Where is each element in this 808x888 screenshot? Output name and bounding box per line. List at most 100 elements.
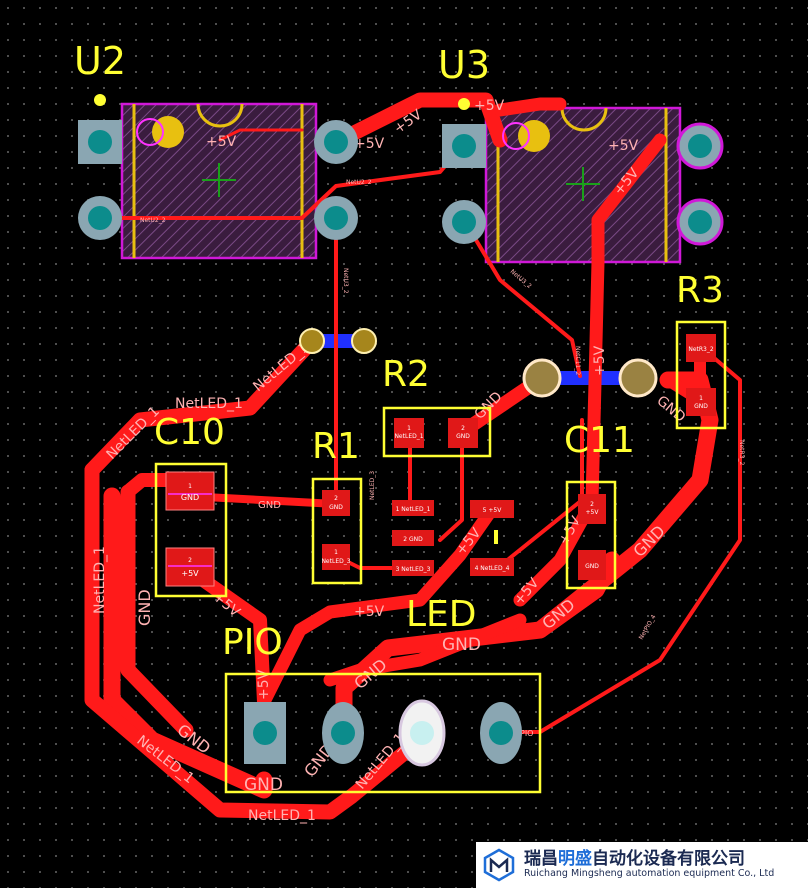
u3-pin2-pad[interactable] — [442, 200, 486, 244]
company-name-en: Ruichang Mingsheng automation equipment … — [524, 868, 775, 880]
u2-body[interactable] — [120, 102, 318, 260]
label-pio: PIO — [520, 729, 533, 738]
r2-pad2[interactable] — [448, 418, 478, 448]
trace-gnd-left[interactable] — [103, 487, 273, 799]
r2-pad1-net: NetLED_1 — [394, 433, 423, 440]
label-netu2-2-b: NetU2_2 — [140, 217, 166, 224]
designator-u2: U2 — [74, 39, 126, 83]
trace-5v-u2-inner[interactable] — [218, 128, 304, 142]
u3-pin1-ring — [502, 122, 530, 150]
trace-netpio4[interactable] — [498, 344, 742, 734]
label-netu3-2: NetU3_2 — [509, 268, 533, 290]
label-gnd-c: GND — [244, 775, 283, 795]
trace-5v-led[interactable] — [257, 505, 497, 709]
c11-outline — [565, 480, 617, 590]
r1-pad2-num: 2 — [334, 495, 338, 502]
trace-5v-u3-top[interactable] — [493, 97, 567, 117]
r1-pad1-net: NetLED_3 — [321, 558, 350, 565]
led-pin1-mark — [494, 530, 498, 544]
c11-pad1[interactable] — [578, 550, 606, 580]
u3-pin1-pad[interactable] — [442, 124, 486, 168]
label-5v-j: +5V — [474, 98, 505, 114]
label-5v-l: +5V — [608, 138, 639, 154]
c10-pad1-net: GND — [181, 493, 199, 502]
c10-outline — [154, 462, 228, 598]
r3-pad2-net: NetR3_2 — [688, 346, 714, 353]
u3-body[interactable] — [484, 106, 682, 264]
trace-5v-u3[interactable] — [513, 133, 667, 607]
label-netu3-2-b: NetU3_2 — [342, 268, 349, 294]
pio-pin1-pad[interactable] — [244, 702, 286, 764]
c10-pad2-num: 2 — [188, 557, 192, 564]
u2-pin2-pad[interactable] — [78, 196, 122, 240]
led-pad5[interactable] — [470, 500, 514, 518]
company-logo-icon — [483, 848, 515, 882]
r3-pad1-net: GND — [694, 403, 708, 410]
company-watermark: 瑞昌明盛自动化设备有限公司 Ruichang Mingsheng automat… — [476, 842, 808, 888]
label-netled3: NetLED_3 — [369, 471, 376, 500]
c11-pad2[interactable] — [578, 494, 606, 524]
trace-5v-u2-u3[interactable] — [328, 92, 508, 150]
u3-pin1-dot — [458, 98, 470, 110]
c10-pad1[interactable] — [165, 471, 215, 511]
led-pad1[interactable] — [392, 500, 434, 516]
trace-netled1-top[interactable] — [84, 333, 320, 478]
u2-pin1-ring — [136, 118, 164, 146]
r3-pad2[interactable] — [686, 334, 716, 362]
r1-pad1-num: 1 — [334, 549, 338, 556]
r1-pad1[interactable] — [322, 544, 350, 570]
r2-pad1-num: 1 — [407, 425, 411, 432]
label-netu2-2: NetU2_2 — [346, 179, 372, 186]
label-5v-h: +5V — [354, 136, 385, 152]
designator-pio: PIO — [222, 622, 283, 663]
pio-pin2-pad[interactable] — [322, 702, 364, 764]
label-gnd-a: GND — [135, 589, 154, 626]
r3-outline — [675, 320, 727, 430]
r1-pad2[interactable] — [322, 490, 350, 516]
label-netc11-2: NetC11_2 — [574, 346, 581, 375]
label-gnd-k: GND — [258, 500, 281, 511]
c11-pad2-num: 2 — [590, 501, 594, 508]
designator-r3: R3 — [676, 270, 724, 311]
c10-pad1-num: 1 — [188, 483, 192, 490]
led-pad5-label: 5 +5V — [483, 507, 503, 514]
c11-pad2-net: +5V — [586, 509, 600, 516]
r3-pad1-num: 1 — [699, 395, 703, 402]
u2-pin1-pad[interactable] — [78, 120, 122, 164]
led-pad3-label: 3 NetLED_3 — [396, 566, 431, 573]
trace-r2-led[interactable] — [438, 430, 464, 542]
label-5v-c: +5V — [354, 604, 385, 620]
label-gnd-f: GND — [442, 635, 481, 655]
label-5v-k: +5V — [206, 134, 237, 150]
r2-pad1[interactable] — [394, 418, 424, 448]
designator-r1: R1 — [312, 426, 360, 467]
pio-outline — [224, 672, 542, 794]
led-pad4-label: 4 NetLED_4 — [475, 565, 510, 572]
led-pad2[interactable] — [392, 530, 434, 546]
pio-pin3-pad[interactable] — [398, 699, 446, 767]
led-pad1-label: 1 NetLED_1 — [396, 506, 431, 513]
designator-r2: R2 — [382, 354, 430, 395]
u3-pin8-pad[interactable] — [676, 122, 724, 170]
designator-led: LED — [406, 594, 477, 635]
led-pad4[interactable] — [470, 558, 514, 576]
label-netled1-f: NetLED_1 — [248, 808, 316, 824]
label-netled1-d: NetLED_1 — [92, 546, 108, 614]
company-name-cn: 瑞昌明盛自动化设备有限公司 — [524, 849, 745, 870]
label-gnd-j: GND — [653, 393, 688, 426]
led-pad2-label: 2 GND — [403, 536, 423, 543]
u2-pin7-pad[interactable] — [314, 196, 358, 240]
r2-outline — [382, 406, 492, 458]
r3-pad1[interactable] — [686, 388, 716, 416]
u3-pin7-pad[interactable] — [676, 198, 724, 246]
trace-netu3-2[interactable] — [462, 218, 582, 378]
led-pad3[interactable] — [392, 560, 434, 576]
u2-pin8-pad[interactable] — [314, 120, 358, 164]
c11-pad1-net: GND — [585, 563, 599, 570]
trace-gnd-inner[interactable] — [120, 484, 194, 738]
pio-pin4-pad[interactable] — [480, 702, 522, 764]
designator-c10: C10 — [154, 412, 225, 453]
c10-pad2[interactable] — [165, 547, 215, 587]
